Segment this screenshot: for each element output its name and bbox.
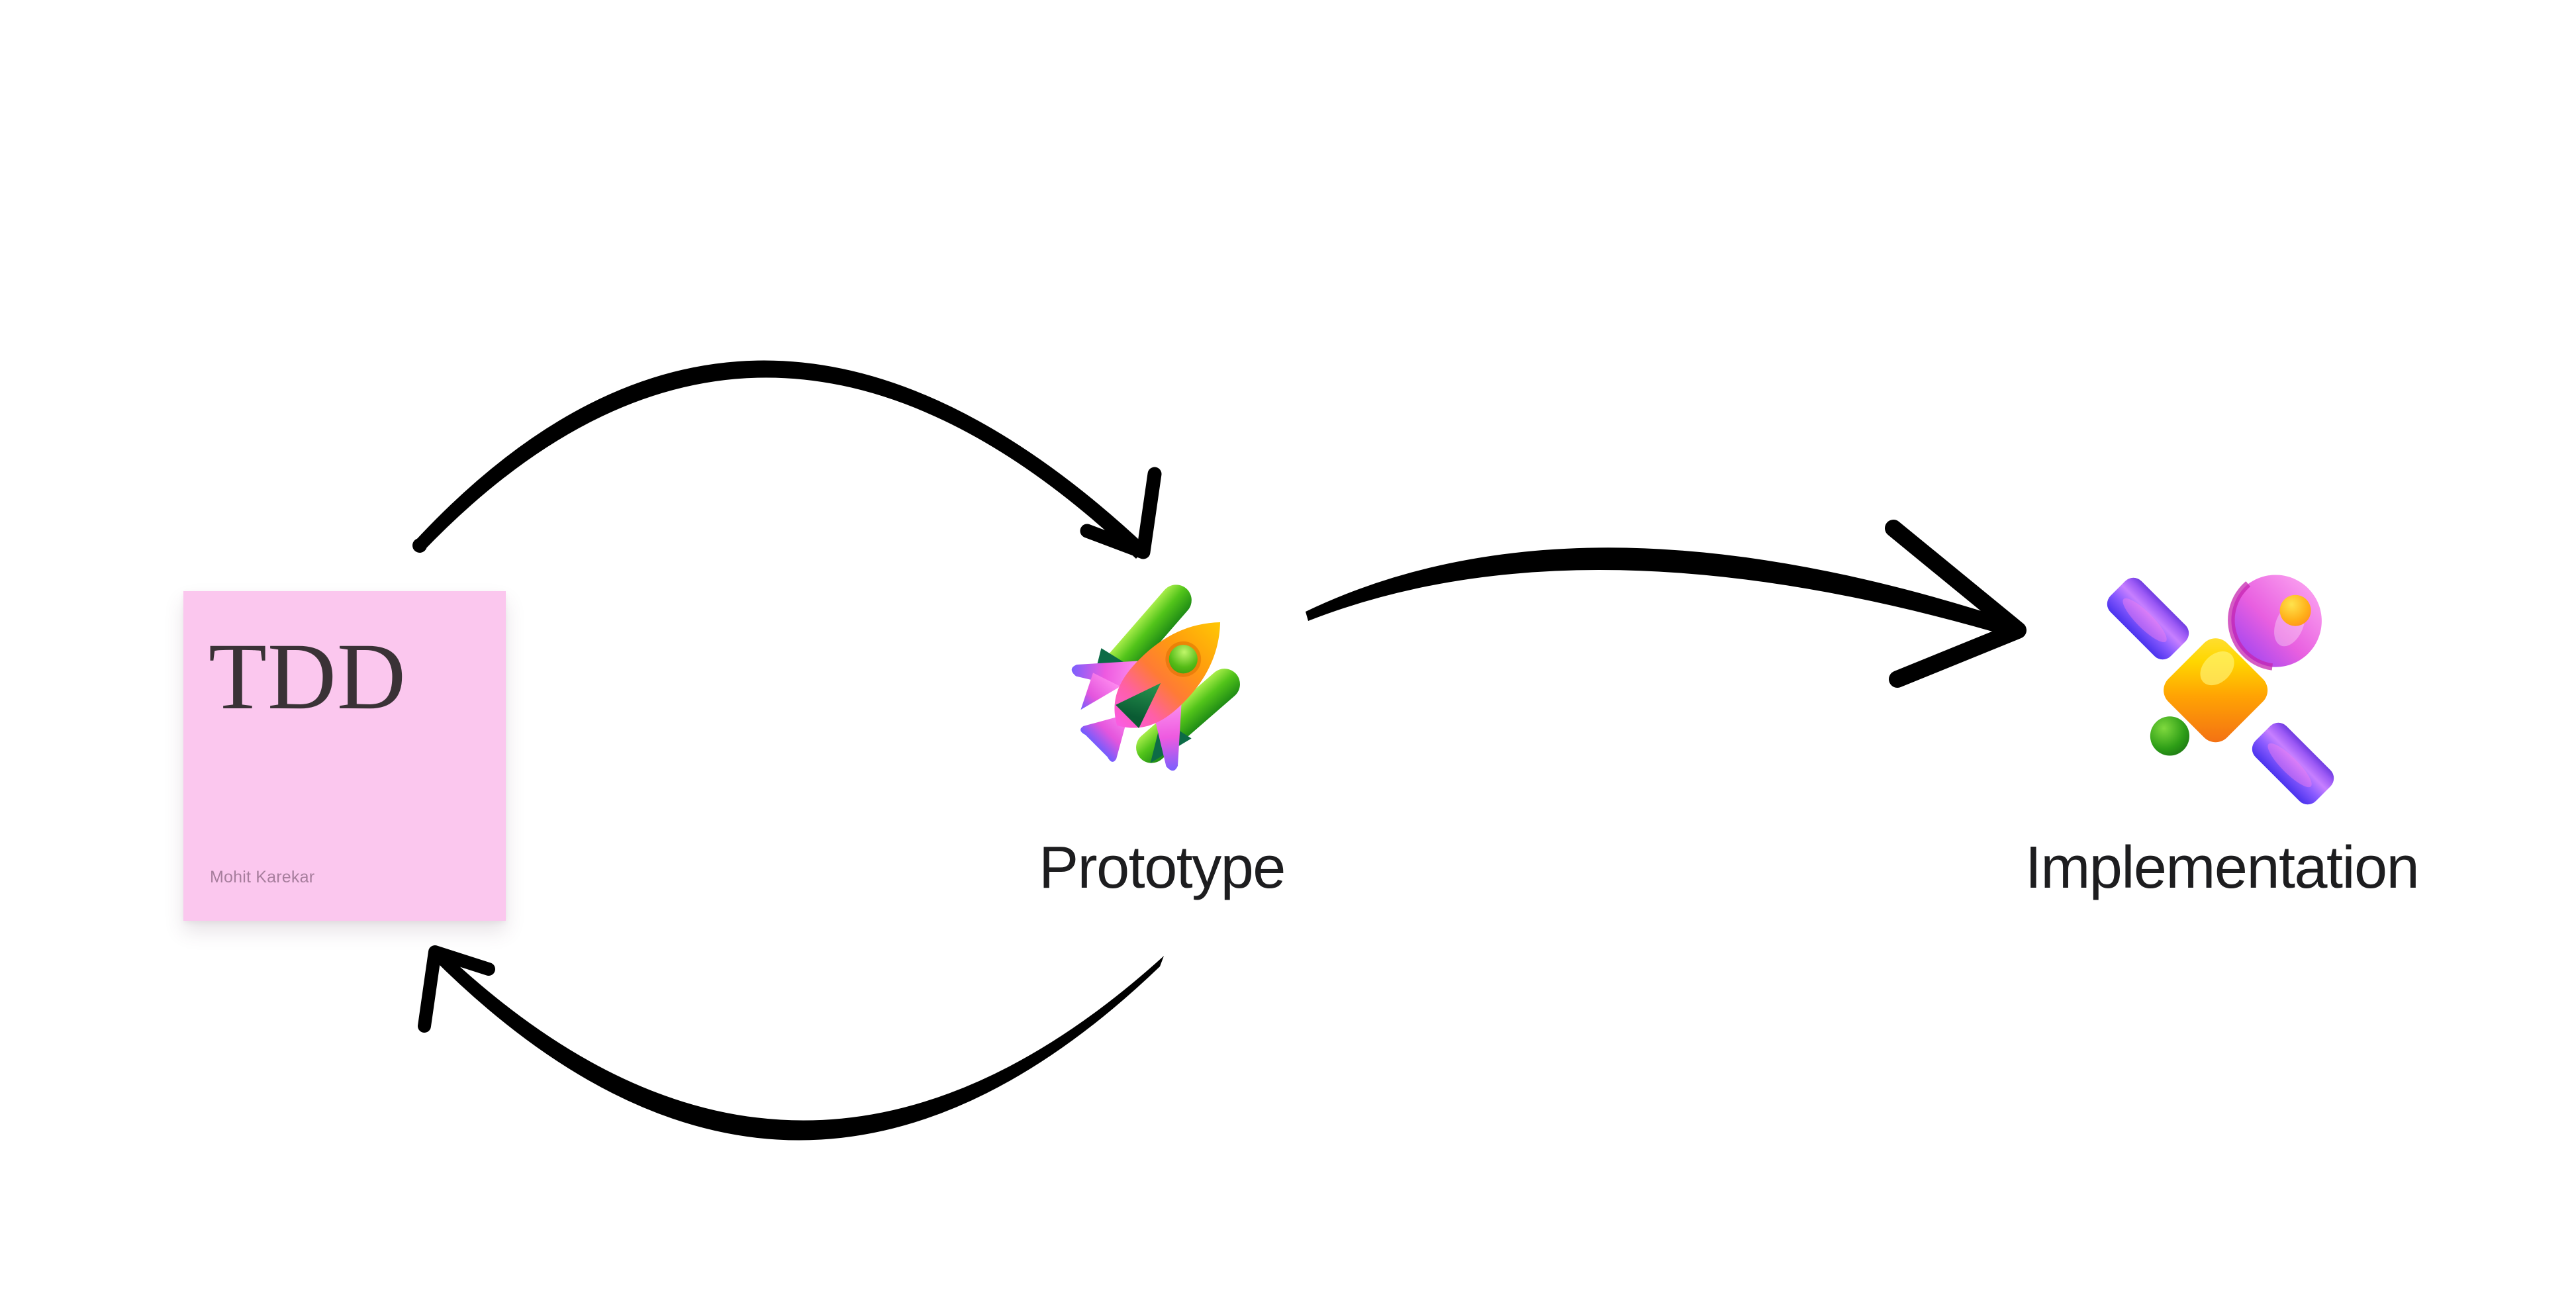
satellite-panel-top — [2107, 577, 2189, 660]
node-label-prototype: Prototype — [1039, 835, 1286, 901]
arrow-prototype-to-implementation-icon — [1306, 520, 2027, 688]
satellite-panel-bottom-sheen — [2267, 743, 2312, 788]
satellite-cube-highlight — [2200, 651, 2234, 686]
note-title: TDD — [209, 624, 406, 729]
satellite-icon — [2107, 575, 2334, 805]
satellite-dish-inner-shadow — [2228, 581, 2273, 671]
rocket-booster-left — [1100, 585, 1192, 686]
rocket-fin-lower — [1080, 673, 1121, 710]
tdd-sticky-note: TDD Mohit Karekar — [183, 591, 506, 921]
arrow-tdd-to-prototype-icon — [412, 360, 1162, 559]
rocket-fin-tail — [1080, 714, 1129, 762]
satellite-sphere-green — [2150, 716, 2190, 756]
satellite-panel-bottom — [2252, 722, 2334, 805]
rocket-exhaust-triangle — [1116, 682, 1161, 728]
arrow-prototype-to-tdd-icon — [418, 945, 1164, 1141]
satellite-cube-body — [2164, 638, 2268, 743]
rocket-window — [1169, 645, 1198, 674]
satellite-panel-top-sheen — [2123, 598, 2167, 643]
rocket-icon — [1071, 585, 1240, 771]
satellite-sphere-yellow — [2279, 594, 2311, 626]
node-label-implementation: Implementation — [2025, 835, 2420, 901]
note-author: Mohit Karekar — [210, 868, 315, 886]
